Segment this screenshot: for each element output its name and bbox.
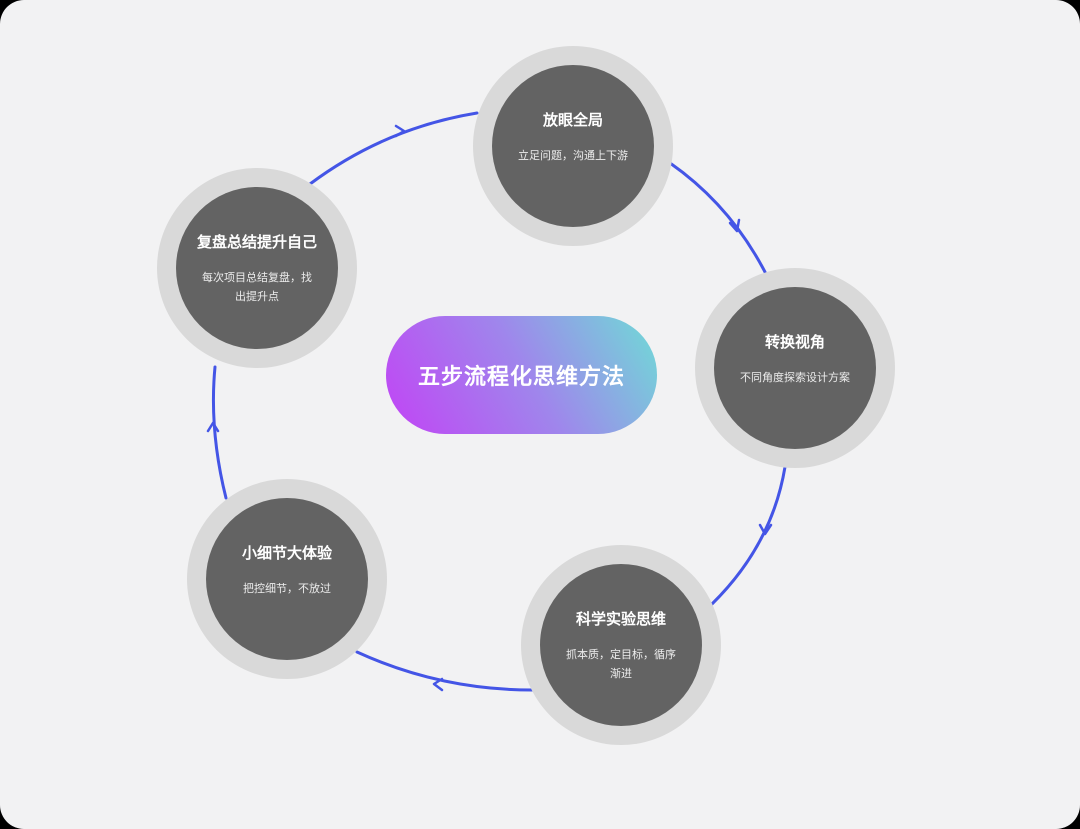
center-title-pill: 五步流程化思维方法 — [386, 316, 657, 434]
step-description: 抓本质，定目标，循序渐进 — [566, 648, 676, 680]
arrow-icon — [728, 218, 741, 233]
arc-step2-to-step3 — [710, 465, 787, 606]
step-circle: 复盘总结提升自己 每次项目总结复盘，找出提升点 — [176, 187, 338, 349]
step-circle: 转换视角 不同角度探索设计方案 — [714, 287, 876, 449]
step-node-review-summary: 复盘总结提升自己 每次项目总结复盘，找出提升点 — [157, 168, 357, 368]
arc-step4-to-step5 — [211, 365, 228, 500]
step-title: 复盘总结提升自己 — [196, 233, 317, 251]
arrow-icon — [758, 523, 773, 536]
step-description: 立足问题，沟通上下游 — [518, 149, 628, 162]
arc-step1-to-step2 — [668, 161, 767, 274]
step-description: 每次项目总结复盘，找出提升点 — [202, 271, 312, 303]
step-circle: 科学实验思维 抓本质，定目标，循序渐进 — [540, 564, 702, 726]
arrow-icon — [394, 124, 406, 138]
step-description: 把控细节，不放过 — [243, 582, 331, 595]
step-node-change-perspective: 转换视角 不同角度探索设计方案 — [695, 268, 895, 468]
step-circle: 放眼全局 立足问题，沟通上下游 — [492, 65, 654, 227]
step-node-small-details: 小细节大体验 把控细节，不放过 — [187, 479, 387, 679]
arrow-icon — [206, 421, 220, 433]
center-title: 五步流程化思维方法 — [417, 365, 625, 390]
step-title: 放眼全局 — [542, 111, 603, 129]
arc-step3-to-step4 — [355, 650, 534, 692]
step-title: 转换视角 — [764, 333, 825, 351]
step-circle: 小细节大体验 把控细节，不放过 — [206, 498, 368, 660]
step-node-global-view: 放眼全局 立足问题，沟通上下游 — [473, 46, 673, 246]
step-description: 不同角度探索设计方案 — [740, 371, 850, 384]
step-node-scientific-experiment: 科学实验思维 抓本质，定目标，循序渐进 — [521, 545, 721, 745]
arc-step5-to-step1 — [308, 111, 479, 186]
step-title: 小细节大体验 — [241, 544, 332, 562]
step-title: 科学实验思维 — [575, 610, 666, 628]
arrow-icon — [432, 677, 444, 692]
